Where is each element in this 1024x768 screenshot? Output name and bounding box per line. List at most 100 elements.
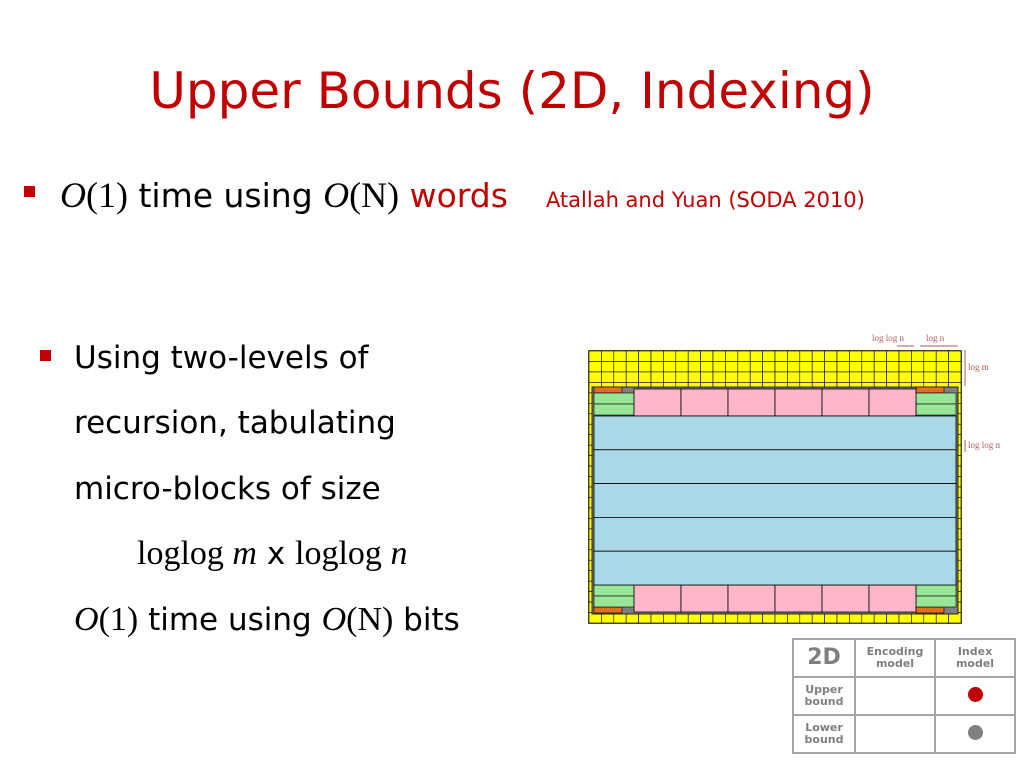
yellow-cell	[749, 350, 763, 362]
bullet-2-line-3: micro-blocks of size	[74, 471, 381, 507]
yellow-cell	[663, 371, 677, 383]
green-block	[593, 403, 635, 416]
yellow-cell	[898, 350, 912, 362]
yellow-cell	[601, 371, 615, 383]
bullet-2-line-2: recursion, tabulating	[74, 405, 396, 441]
yellow-cell	[712, 361, 726, 373]
yellow-cell	[725, 371, 739, 383]
yellow-cell	[911, 371, 925, 383]
yellow-cell	[911, 361, 925, 373]
yellow-cell	[762, 361, 776, 373]
cell-lower-index	[934, 714, 1016, 754]
table-corner-2d: 2D	[792, 638, 856, 678]
yellow-cell	[898, 361, 912, 373]
yellow-cell	[650, 361, 664, 373]
yellow-cell	[873, 371, 887, 383]
green-block	[593, 584, 635, 597]
yellow-cell	[687, 350, 701, 362]
yellow-cell	[638, 350, 652, 362]
yellow-cell	[799, 350, 813, 362]
yellow-cell	[886, 350, 900, 362]
yellow-cell	[675, 371, 689, 383]
header-encoding-line-1: Encoding	[866, 645, 924, 658]
yellow-cell	[725, 350, 739, 362]
yellow-cell	[836, 361, 850, 373]
yellow-cell	[712, 371, 726, 383]
pink-block	[821, 584, 870, 613]
yellow-cell	[824, 371, 838, 383]
pink-block	[633, 584, 682, 613]
yellow-cell	[811, 371, 825, 383]
bits-mid: time using	[138, 602, 322, 638]
pink-block	[774, 584, 823, 613]
yellow-cell	[774, 371, 788, 383]
model-table: 2D Encoding model Index model Upper boun…	[792, 638, 1016, 754]
yellow-cell	[749, 371, 763, 383]
pink-block	[774, 388, 823, 417]
header-index-line-1: Index	[957, 645, 993, 658]
size-loglog-1: loglog	[137, 535, 233, 572]
yellow-cell	[663, 361, 677, 373]
yellow-cell	[625, 361, 639, 373]
cell-upper-encoding	[854, 676, 936, 716]
row-lower-line-1: Lower	[805, 721, 843, 734]
row-lower-line-2: bound	[804, 733, 844, 746]
yellow-cell	[625, 371, 639, 383]
size-m: m	[232, 535, 257, 572]
blue-row	[593, 415, 957, 451]
upper-index-dot	[967, 687, 983, 702]
yellow-cell	[650, 350, 664, 362]
label-logn: log n	[926, 333, 945, 343]
yellow-cell	[588, 350, 602, 362]
yellow-cell	[811, 361, 825, 373]
yellow-cell	[613, 371, 627, 383]
row-lower-bound: Lower bound	[792, 714, 856, 754]
yellow-cell	[886, 371, 900, 383]
pink-block	[868, 388, 917, 417]
yellow-cell	[613, 361, 627, 373]
yellow-cell	[836, 371, 850, 383]
yellow-cell	[836, 350, 850, 362]
orange-strip	[915, 386, 945, 394]
yellow-cell	[849, 350, 863, 362]
green-block	[915, 392, 957, 405]
yellow-cell	[861, 371, 875, 383]
bits-end: bits	[393, 602, 460, 638]
header-index-line-2: model	[955, 657, 995, 670]
row-upper-line-2: bound	[804, 695, 844, 708]
orange-strip	[593, 386, 623, 394]
yellow-cell	[650, 371, 664, 383]
yellow-cell	[700, 350, 714, 362]
bits-line: O(1) time using O(N) bits	[74, 601, 460, 639]
yellow-cell	[873, 350, 887, 362]
bits-on-arg: (N)	[346, 601, 394, 638]
yellow-cell	[935, 371, 949, 383]
recursion-grid-diagram: log log n log n log m log log m	[588, 333, 1000, 624]
bullet-2-line-1: Using two-levels of	[74, 340, 369, 376]
yellow-cell	[638, 361, 652, 373]
yellow-cell	[787, 371, 801, 383]
yellow-cell	[799, 361, 813, 373]
yellow-cell	[737, 350, 751, 362]
blue-row	[593, 449, 957, 485]
yellow-cell	[824, 350, 838, 362]
size-n: n	[390, 535, 408, 572]
yellow-cell	[700, 371, 714, 383]
cell-lower-encoding	[854, 714, 936, 754]
big-o-symbol-2: O	[323, 175, 350, 215]
yellow-cell	[861, 350, 875, 362]
yellow-cell	[675, 361, 689, 373]
bullet-1-text-mid: time using	[127, 176, 324, 215]
bits-o1-func: O	[74, 601, 99, 638]
yellow-cell	[787, 350, 801, 362]
yellow-cell	[948, 361, 962, 373]
label-loglogn: log log n	[872, 333, 905, 343]
yellow-cell	[774, 350, 788, 362]
yellow-cell	[687, 361, 701, 373]
yellow-cell	[948, 350, 962, 362]
yellow-cell	[774, 361, 788, 373]
grid-layer	[588, 350, 962, 624]
yellow-cell	[886, 361, 900, 373]
annotation-layer: log log n log n log m log log m	[872, 333, 1000, 452]
yellow-cell	[588, 361, 602, 373]
